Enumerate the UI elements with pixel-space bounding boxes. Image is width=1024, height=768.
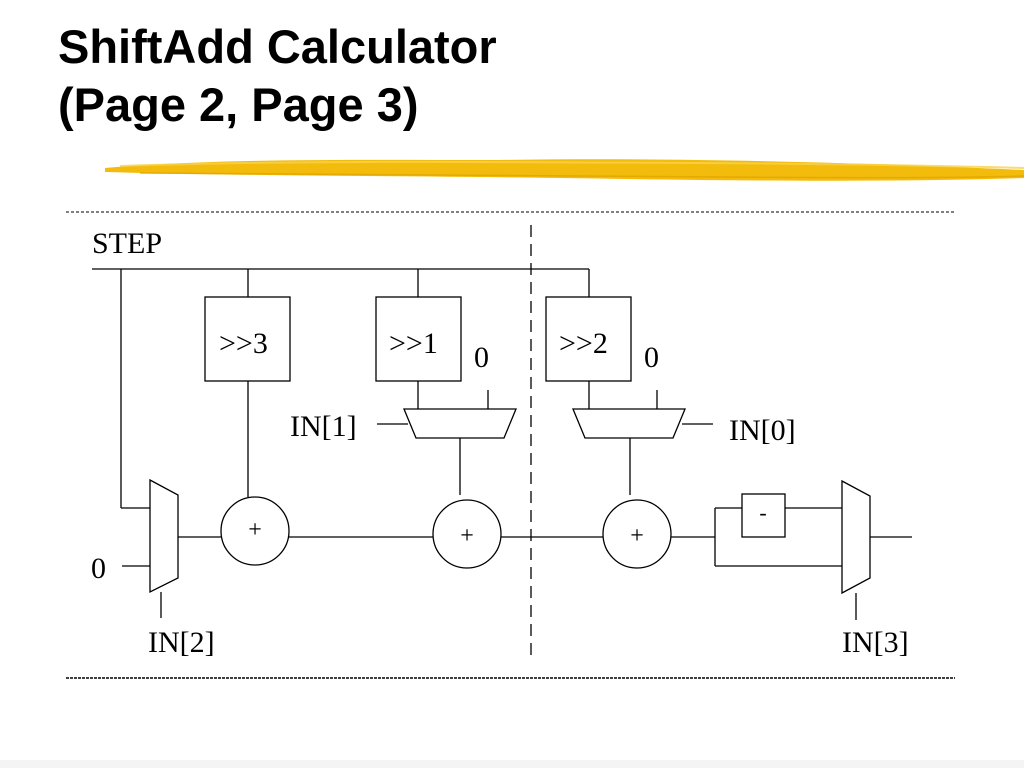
adder-label-1: + <box>248 517 262 543</box>
yellow-brush-stroke <box>105 159 1024 181</box>
in0-label: IN[0] <box>729 414 796 447</box>
adder-circle-3 <box>602 499 672 569</box>
mux-in1 <box>403 408 517 439</box>
in1-label: IN[1] <box>290 410 357 443</box>
slide-title: ShiftAdd Calculator (Page 2, Page 3) <box>58 18 497 134</box>
adder-circle-1 <box>220 496 290 566</box>
left-mux <box>149 478 179 594</box>
step-label: STEP <box>92 227 162 260</box>
adder-label-3: + <box>630 523 644 549</box>
mux-in0 <box>572 408 686 439</box>
in3-label: IN[3] <box>842 626 909 659</box>
slide-title-line2: (Page 2, Page 3) <box>58 78 419 131</box>
shift-label-3: >>3 <box>219 327 268 360</box>
slide-title-line1: ShiftAdd Calculator <box>58 20 497 73</box>
negate-label: - <box>759 500 766 525</box>
adder-circle-2 <box>432 499 502 569</box>
negate-box <box>741 493 786 538</box>
shift-label-1: >>1 <box>389 327 438 360</box>
adder-label-2: + <box>460 523 474 549</box>
bottom-strip <box>0 760 1024 768</box>
zero-label-mux1: 0 <box>474 341 489 374</box>
shift-label-2: >>2 <box>559 327 608 360</box>
zero-label-left: 0 <box>91 552 106 585</box>
zero-label-mux2: 0 <box>644 341 659 374</box>
right-mux <box>841 479 871 595</box>
in2-label: IN[2] <box>148 626 215 659</box>
